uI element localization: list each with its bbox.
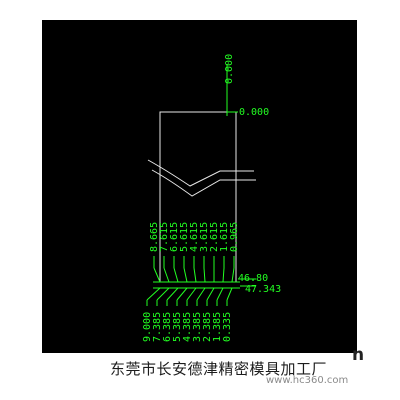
upper-leader-slant-0 [153, 267, 161, 283]
cad-viewport: 0.000 0.000 46.80 47.343 8.665 7.615 6.6… [42, 20, 357, 353]
lower-ordinate-2: 6.385 [162, 312, 173, 342]
upper-ordinate-5: 3.615 [199, 222, 210, 252]
part-body-top [159, 111, 237, 282]
right-dimension-47-343: 47.343 [245, 284, 281, 295]
part-outline [147, 111, 256, 282]
dimension-text: 0.000 0.000 46.80 47.343 8.665 7.615 6.6… [142, 54, 281, 342]
part-drawing: 0.000 0.000 46.80 47.343 8.665 7.615 6.6… [142, 54, 281, 342]
upper-leader-slant-2 [173, 267, 179, 283]
upper-ordinate-3: 5.615 [179, 222, 190, 252]
break-line-upper [147, 159, 254, 187]
watermark-url: www.hc360.com [266, 375, 349, 386]
lower-ordinate-8: 0.335 [222, 312, 233, 342]
lower-ordinate-0: 9.000 [142, 312, 153, 342]
lower-leader-6 [206, 287, 215, 301]
lower-ordinate-5: 3.385 [192, 312, 203, 342]
lower-ordinate-1: 7.385 [152, 312, 163, 342]
lower-leader-1 [156, 287, 170, 301]
lower-leaders [146, 287, 233, 306]
break-line-lower [151, 169, 256, 197]
top-ordinate-label: 0.000 [224, 54, 235, 84]
upper-ordinate-7: 1.615 [219, 222, 230, 252]
lower-leader-0 [146, 287, 161, 301]
upper-leader-slant-8 [231, 267, 235, 283]
lower-ordinate-3: 5.385 [172, 312, 183, 342]
upper-leaders [153, 256, 235, 283]
upper-ordinate-8: 0.965 [229, 222, 240, 252]
upper-leader-slant-3 [183, 267, 188, 283]
upper-ordinate-6: 2.615 [209, 222, 220, 252]
lower-leader-8 [226, 287, 233, 301]
right-dimension-46-80: 46.80 [238, 273, 268, 284]
upper-ordinate-0: 8.665 [149, 222, 160, 252]
lower-ordinate-4: 4.385 [182, 312, 193, 342]
lower-leader-2 [166, 287, 179, 301]
dimension-lines [146, 64, 256, 306]
upper-leader-slant-7 [222, 267, 225, 283]
lower-leader-7 [216, 287, 224, 301]
lower-ordinate-6: 2.385 [202, 312, 213, 342]
company-name: 东莞市长安德津精密模具加工厂 [110, 360, 328, 378]
lower-leader-4 [186, 287, 197, 301]
upper-ordinate-1: 7.615 [159, 222, 170, 252]
lower-ordinate-7: 1.385 [212, 312, 223, 342]
origin-ordinate-label: 0.000 [239, 107, 269, 118]
upper-leader-slant-5 [203, 267, 206, 283]
lower-leader-5 [196, 287, 206, 301]
caption-bar: 东莞市长安德津精密模具加工厂 www.hc360.com n [0, 345, 400, 400]
lower-leader-3 [176, 287, 188, 301]
upper-ordinate-4: 4.615 [189, 222, 200, 252]
upper-leader-slant-1 [163, 267, 170, 283]
upper-leader-slant-4 [193, 267, 197, 283]
upper-ordinate-2: 6.615 [169, 222, 180, 252]
watermark-mark: n [352, 345, 365, 365]
